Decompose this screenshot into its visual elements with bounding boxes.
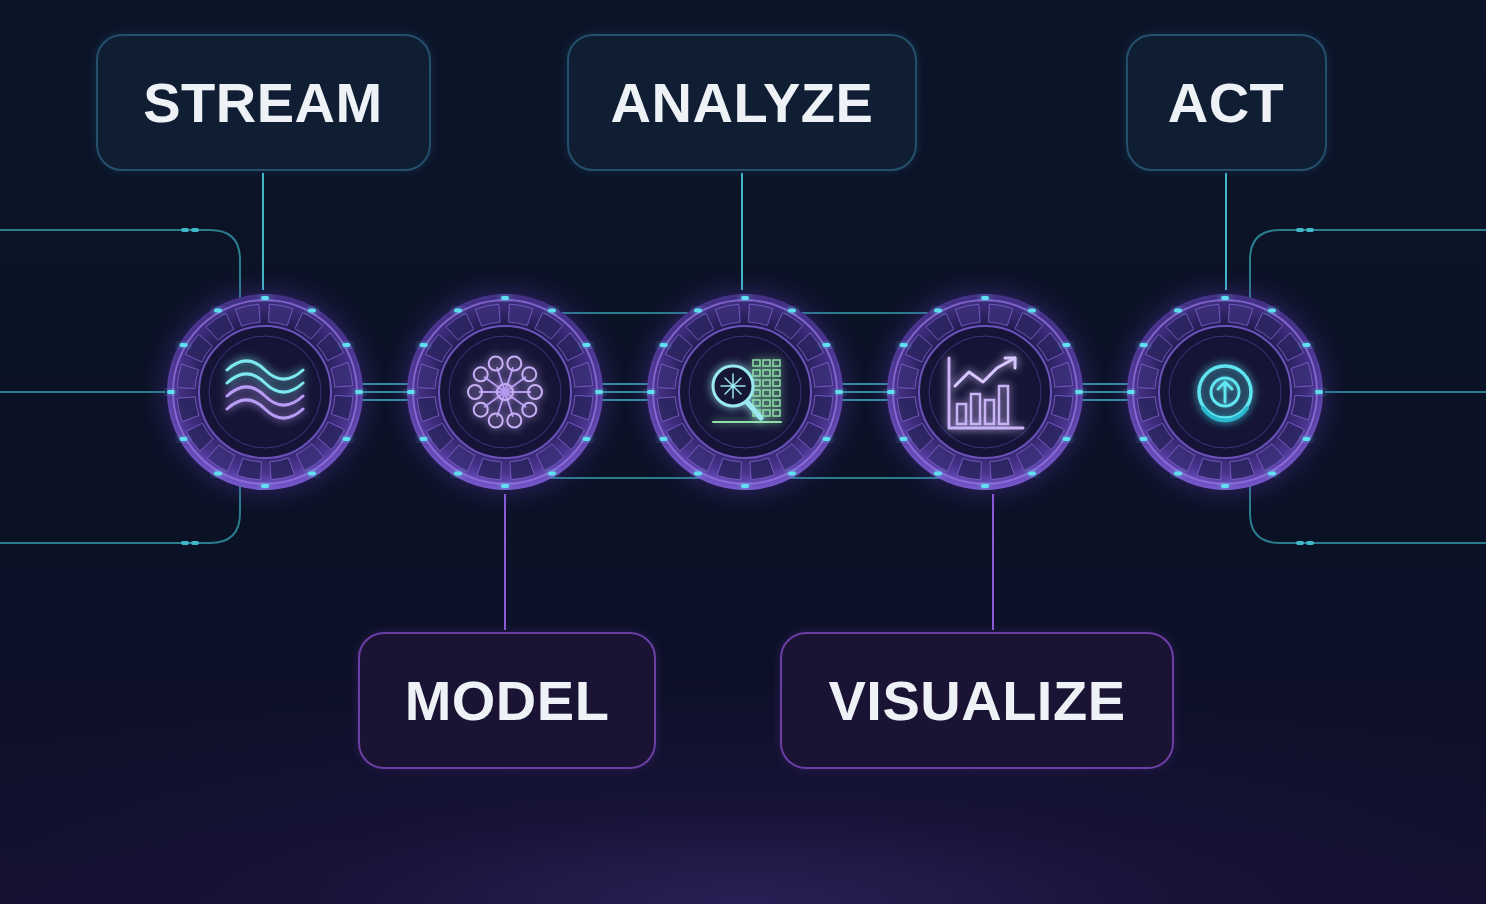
sphere-node [885,292,1085,492]
wire-dot [181,541,189,545]
leader-line [741,173,743,290]
stage-label: MODEL [405,668,610,733]
stage-label: ACT [1168,70,1285,135]
label-box: VISUALIZE [780,632,1174,769]
wire [0,391,165,393]
stage-label: VISUALIZE [829,668,1126,733]
wire-dot [1306,228,1314,232]
wire-dot [1296,228,1304,232]
leader-line [992,494,994,630]
stage-label: STREAM [143,70,382,135]
leader-line [504,494,506,630]
wire [0,485,240,543]
wire [1250,230,1486,300]
wire-dot [191,228,199,232]
wire-dot [1306,541,1314,545]
label-box: STREAM [96,34,431,171]
sphere-node [1125,292,1325,492]
stage-label: ANALYZE [611,70,874,135]
sphere-node [405,292,605,492]
leader-line [262,173,264,290]
wire [1250,485,1486,543]
icon [227,361,303,418]
wire-dot [191,541,199,545]
icon [949,358,1023,428]
label-box: ACT [1126,34,1327,171]
sphere-node [165,292,365,492]
leader-line [1225,173,1227,290]
sphere-node [645,292,845,492]
wire-dot [181,228,189,232]
icon [468,356,542,427]
label-box: ANALYZE [567,34,917,171]
icon [1199,366,1251,420]
wire [0,230,240,300]
label-box: MODEL [358,632,656,769]
icon [713,360,781,422]
wire [1325,391,1486,393]
wire-dot [1296,541,1304,545]
